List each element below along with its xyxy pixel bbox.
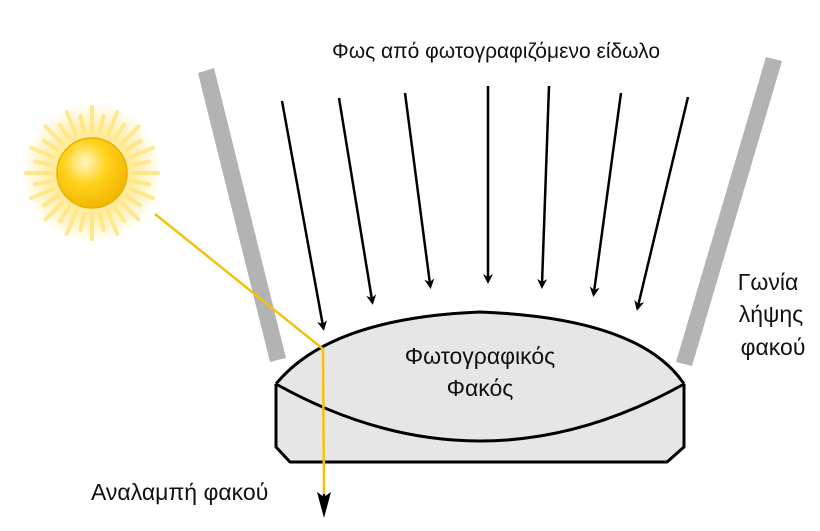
sun-ray xyxy=(98,114,106,134)
angle-label-line1: Γωνία xyxy=(738,269,799,295)
light-ray-arrow xyxy=(337,97,377,305)
sun-ray xyxy=(33,159,53,167)
lens-base xyxy=(274,384,686,464)
top-caption: Φως από φωτογραφιζόμενο είδωλο xyxy=(332,40,660,63)
flare-label: Αναλαμπή φακού xyxy=(91,479,268,505)
sun-ray xyxy=(29,187,56,201)
sun-ray xyxy=(106,110,120,137)
angle-of-view-bars xyxy=(198,57,782,366)
sun-ray xyxy=(41,194,60,208)
sun-ray xyxy=(119,124,141,146)
sun-ray xyxy=(64,110,78,137)
sun-ray xyxy=(98,212,106,232)
lens-lower-curve xyxy=(275,382,685,443)
sun-ray xyxy=(113,122,127,141)
flare-ray-line xyxy=(154,213,326,495)
sun-icon xyxy=(22,103,162,243)
lens-flare-ray xyxy=(154,213,331,518)
sun-ray xyxy=(64,209,78,236)
light-ray-arrow xyxy=(634,96,690,311)
sun-ray xyxy=(57,122,71,141)
sun-ray xyxy=(33,179,53,187)
light-ray-arrow xyxy=(537,85,551,289)
lens-label-line2: Φακός xyxy=(447,375,514,401)
lens-label-line1: Φωτογραφικός xyxy=(405,343,556,369)
sun-ray xyxy=(128,145,155,159)
sun-ray xyxy=(119,200,141,222)
sun-ray xyxy=(113,205,127,224)
sun-ray xyxy=(131,179,151,187)
light-ray-arrow xyxy=(403,92,435,289)
sun-ray xyxy=(124,194,143,208)
sun-ray xyxy=(128,187,155,201)
sun-ray xyxy=(78,212,86,232)
sun-ray xyxy=(43,124,65,146)
sun-ray xyxy=(78,114,86,134)
photographic-lens xyxy=(274,310,686,464)
lens-upper-curve xyxy=(274,310,686,385)
angle-label-line3: φακού xyxy=(741,334,806,360)
sun-ray xyxy=(41,138,60,152)
sun-ray xyxy=(124,138,143,152)
light-ray-arrow xyxy=(589,92,623,297)
left-angle-bar xyxy=(198,68,286,362)
light-ray-arrow xyxy=(280,100,328,331)
sun-ray xyxy=(43,200,65,222)
sun-ray xyxy=(29,145,56,159)
sun-ray xyxy=(131,159,151,167)
subject-light-rays xyxy=(280,85,690,331)
sun-ray xyxy=(106,209,120,236)
sun-rays xyxy=(24,105,160,241)
right-angle-bar xyxy=(676,57,782,366)
angle-label-line2: λήψης xyxy=(739,301,804,327)
sun-core xyxy=(56,137,128,209)
sun-ray xyxy=(57,205,71,224)
